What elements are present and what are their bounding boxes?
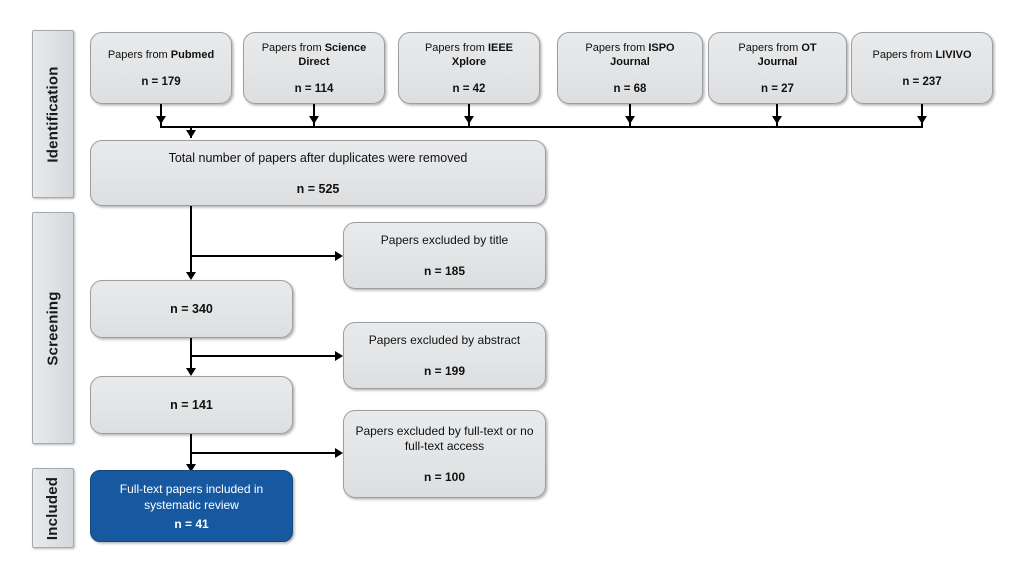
records-after-abstract-screen-count: n = 141: [170, 398, 213, 412]
excluded-by-abstract-count: n = 199: [423, 364, 466, 378]
excluded-by-title-count: n = 185: [423, 264, 466, 278]
source-box-livivo-title: Papers from LIVIVO: [872, 49, 972, 61]
arrow-total-to-340: [186, 272, 196, 280]
excluded-by-fulltext-count: n = 100: [423, 470, 466, 484]
source-box-science-direct-title: Papers from Science Direct: [261, 42, 367, 68]
source-box-pubmed-title: Papers from Pubmed: [107, 49, 215, 61]
connector-340-to-excl-abstract: [190, 355, 337, 357]
included-studies-count: n = 41: [174, 517, 209, 531]
included-studies-box: Full-text papers included in systematic …: [90, 470, 293, 542]
arrow-141-to-included: [186, 464, 196, 472]
source-box-ieee-xplore-title: Papers from IEEE Xplore: [424, 42, 514, 68]
stage-label-included: Included: [32, 468, 74, 548]
connector-total-down: [190, 206, 192, 278]
source-box-livivo: Papers from LIVIVO n = 237: [851, 32, 993, 104]
connector-source-1-tail: [160, 104, 162, 126]
connector-source-2-tail: [313, 104, 315, 126]
source-box-ispo-journal: Papers from ISPO Journal n = 68: [557, 32, 703, 104]
excluded-by-title-title: Papers excluded by title: [380, 233, 509, 247]
stage-label-identification-text: Identification: [44, 65, 62, 163]
total-papers-title: Total number of papers after duplicates …: [168, 151, 468, 165]
arrow-to-excl-abstract: [335, 351, 343, 361]
total-papers-box: Total number of papers after duplicates …: [90, 140, 546, 206]
excluded-by-fulltext-box: Papers excluded by full-text or no full-…: [343, 410, 546, 498]
connector-total-to-excl-title: [190, 255, 337, 257]
stage-label-screening-text: Screening: [44, 290, 62, 366]
excluded-by-title-box: Papers excluded by title n = 185: [343, 222, 546, 289]
source-box-ot-journal-count: n = 27: [761, 83, 794, 95]
source-box-ot-journal-title: Papers from OT Journal: [738, 42, 817, 68]
stage-label-identification: Identification: [32, 30, 74, 198]
connector-141-to-excl-fulltext: [190, 452, 337, 454]
connector-source-3-tail: [468, 104, 470, 126]
connector-sources-bus: [160, 126, 923, 128]
records-after-title-screen-count: n = 340: [170, 302, 213, 316]
excluded-by-fulltext-title: Papers excluded by full-text or no full-…: [355, 424, 534, 453]
arrow-to-excl-title: [335, 251, 343, 261]
excluded-by-abstract-title: Papers excluded by abstract: [368, 333, 521, 347]
arrow-to-excl-fulltext: [335, 448, 343, 458]
arrow-340-to-141: [186, 368, 196, 376]
records-after-abstract-screen-box: n = 141: [90, 376, 293, 434]
included-studies-title: Full-text papers included in systematic …: [119, 482, 264, 512]
connector-source-4-tail: [629, 104, 631, 126]
source-box-livivo-count: n = 237: [902, 76, 942, 88]
excluded-by-abstract-box: Papers excluded by abstract n = 199: [343, 322, 546, 389]
source-box-ieee-xplore: Papers from IEEE Xplore n = 42: [398, 32, 540, 104]
source-box-science-direct: Papers from Science Direct n = 114: [243, 32, 385, 104]
source-box-ispo-journal-title: Papers from ISPO Journal: [585, 42, 675, 68]
source-box-science-direct-count: n = 114: [294, 83, 334, 95]
total-papers-count: n = 525: [296, 182, 340, 196]
connector-source-6-tail: [921, 104, 923, 126]
source-box-pubmed-count: n = 179: [141, 76, 181, 88]
arrow-bus-to-total: [186, 130, 196, 138]
connector-source-5-tail: [776, 104, 778, 126]
stage-label-included-text: Included: [44, 476, 62, 540]
records-after-title-screen-box: n = 340: [90, 280, 293, 338]
stage-label-screening: Screening: [32, 212, 74, 444]
source-box-pubmed: Papers from Pubmed n = 179: [90, 32, 232, 104]
source-box-ieee-xplore-count: n = 42: [452, 83, 486, 95]
source-box-ot-journal: Papers from OT Journal n = 27: [708, 32, 847, 104]
source-box-ispo-journal-count: n = 68: [613, 83, 647, 95]
